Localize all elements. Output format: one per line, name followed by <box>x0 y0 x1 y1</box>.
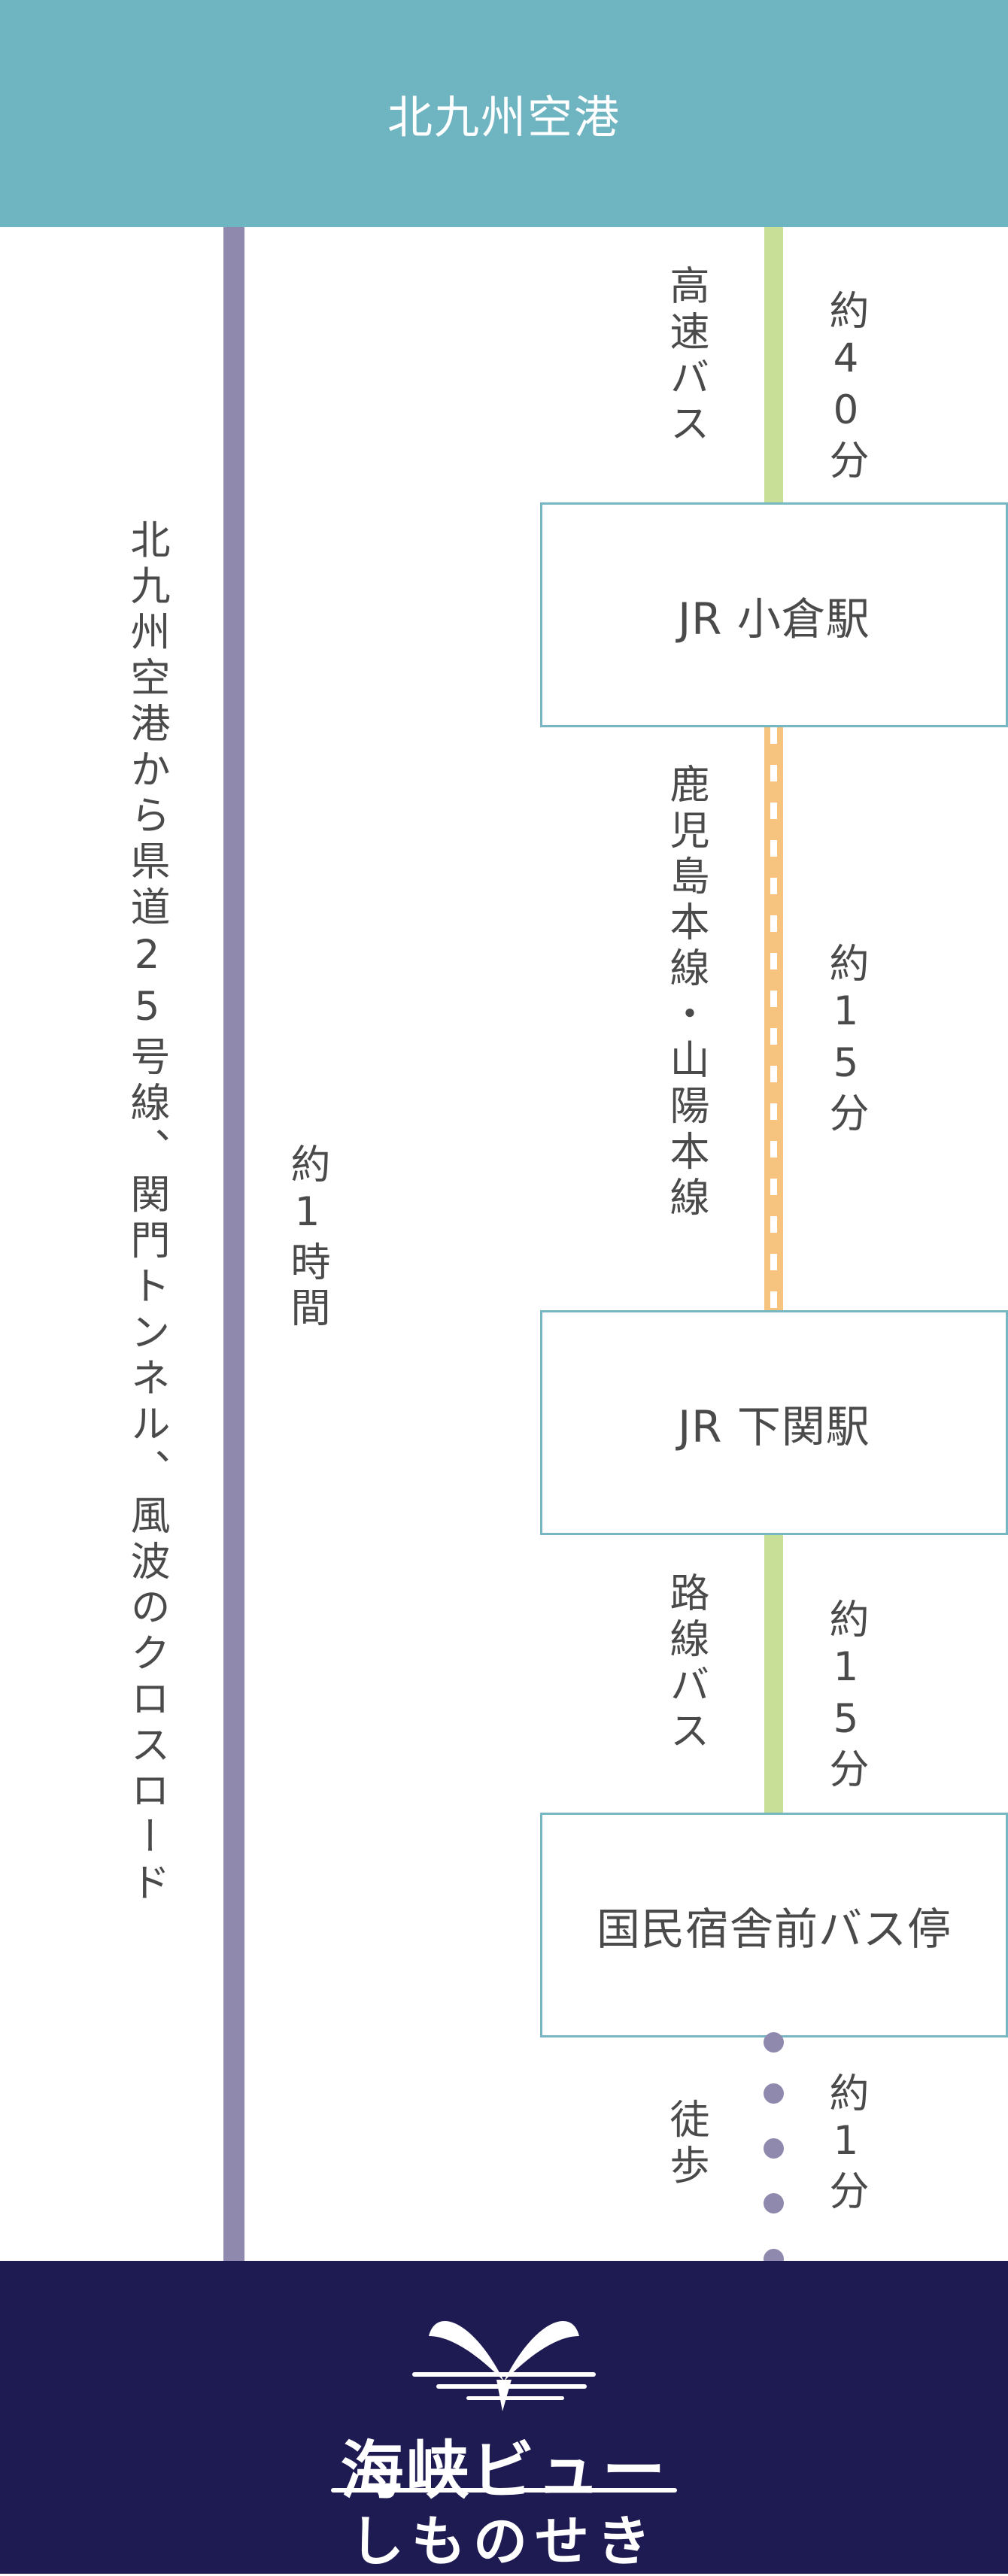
train-segment-line <box>764 727 783 1310</box>
train-duration: 約15分 <box>823 942 869 1138</box>
walk-dot <box>764 2032 784 2053</box>
car-route-description: 北九州空港から県道25号線、関門トンネル、風波のクロスロード <box>124 519 170 1907</box>
logo-divider <box>331 2488 677 2493</box>
header: 北九州空港 <box>0 0 1008 227</box>
route-bus-segment-line <box>764 1535 783 1813</box>
car-route-bar <box>223 227 244 2261</box>
train-mode-label: 鹿児島本線・山陽本線 <box>663 763 709 1222</box>
express-bus-segment-line <box>764 227 783 502</box>
total-travel-time: 約1時間 <box>284 1143 330 1333</box>
kaikyo-view-logo: 海峡ビュー しものせき <box>323 2291 685 2573</box>
ribbon-wave-icon <box>412 2321 596 2411</box>
station-jr-kokura[interactable]: JR 小倉駅 <box>540 502 1008 727</box>
station-bus-stop[interactable]: 国民宿舎前バス停 <box>540 1813 1008 2037</box>
walk-dot <box>764 2193 784 2213</box>
walk-mode-label: 徒歩 <box>663 2098 709 2190</box>
walk-duration: 約1分 <box>823 2072 869 2216</box>
origin-title: 北九州空港 <box>387 91 621 144</box>
logo-text-sub: しものせき <box>349 2510 658 2573</box>
route-bus-mode-label: 路線バス <box>663 1572 709 1755</box>
station-jr-shimonoseki[interactable]: JR 下関駅 <box>540 1310 1008 1535</box>
walk-dot <box>764 2083 784 2104</box>
walk-dot <box>764 2138 784 2159</box>
express-bus-duration: 約40分 <box>823 290 869 485</box>
express-bus-mode-label: 高速バス <box>663 265 709 448</box>
route-bus-duration: 約15分 <box>823 1598 869 1794</box>
logo-text-main: 海峡ビュー <box>340 2434 668 2508</box>
footer: 海峡ビュー しものせき <box>0 2261 1008 2574</box>
